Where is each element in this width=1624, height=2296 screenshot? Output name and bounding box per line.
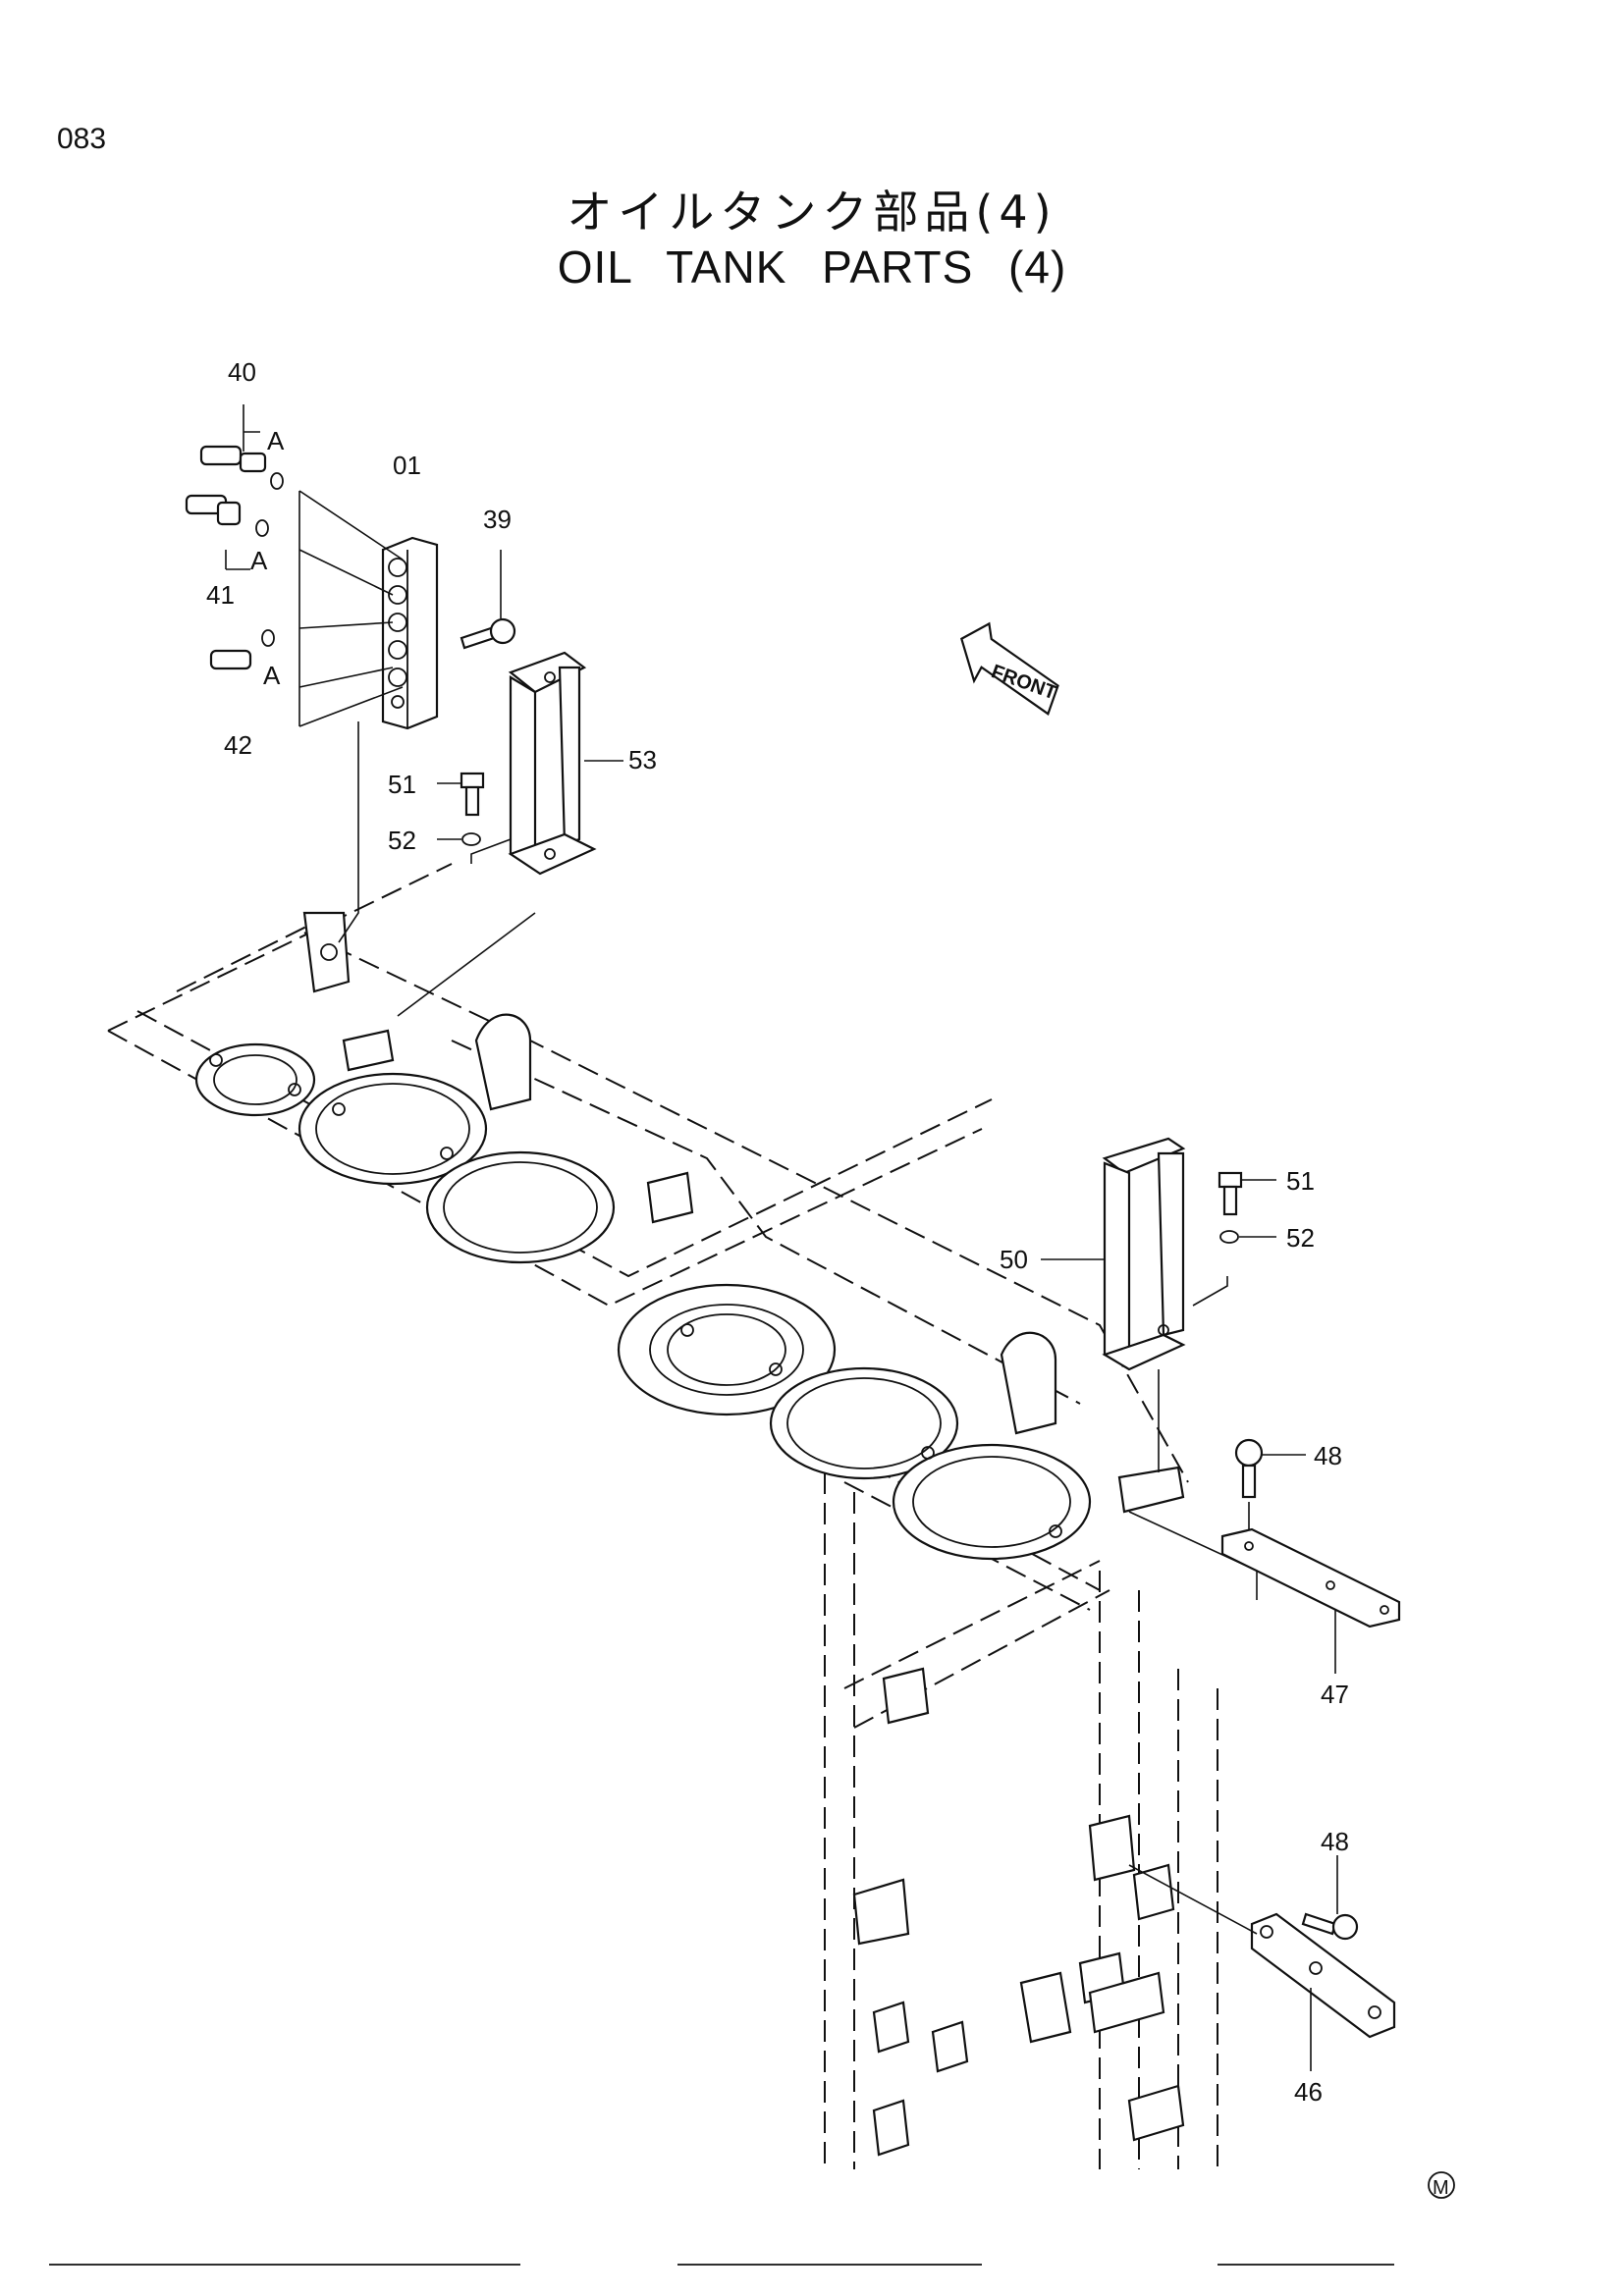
callout-42: 42: [224, 730, 252, 760]
manifold-block-01[interactable]: [298, 490, 439, 730]
detail-ref-a-1: A: [267, 426, 285, 455]
callout-50: 50: [1000, 1245, 1028, 1274]
frame-lugs: [302, 911, 1185, 2157]
washer-52-left[interactable]: [437, 832, 512, 864]
elbow-fitting-41[interactable]: [185, 494, 269, 537]
detail-ref-a-3: A: [263, 661, 281, 690]
callout-51-left: 51: [388, 770, 416, 799]
plate-47[interactable]: [1128, 1511, 1401, 1674]
title-japanese: オイルタンク部品(4): [567, 186, 1057, 239]
bracket-50[interactable]: [1041, 1137, 1186, 1472]
callout-52-right: 52: [1286, 1223, 1315, 1253]
callout-40: 40: [228, 357, 256, 387]
bolt-48-lower[interactable]: [1301, 1855, 1359, 1941]
elbow-fitting-40[interactable]: [199, 445, 284, 490]
callout-41: 41: [206, 580, 235, 610]
straight-fitting-42[interactable]: [209, 629, 275, 670]
callout-47: 47: [1321, 1680, 1349, 1709]
callout-01: 01: [393, 451, 421, 480]
bolt-51-right[interactable]: [1218, 1171, 1276, 1216]
callout-39: 39: [483, 505, 512, 534]
callout-53: 53: [628, 745, 657, 774]
bracket-53[interactable]: [508, 651, 623, 876]
callout-46: 46: [1294, 2077, 1323, 2107]
washer-52-right[interactable]: [1192, 1230, 1276, 1307]
front-arrow: [960, 621, 1059, 716]
detail-ref-a-2: A: [250, 546, 268, 575]
plate-46[interactable]: [1128, 1864, 1396, 2071]
callout-51-right: 51: [1286, 1166, 1315, 1196]
page-number: 083: [57, 123, 107, 155]
bolt-48-upper[interactable]: [1234, 1438, 1306, 1531]
bolt-51-left[interactable]: [437, 772, 485, 817]
mark-circle: [1428, 2171, 1455, 2199]
callout-52-left: 52: [388, 826, 416, 855]
mark-letter: M: [1433, 2177, 1449, 2199]
callout-48-lower: 48: [1321, 1827, 1349, 1856]
callout-48-upper: 48: [1314, 1441, 1342, 1470]
bolt-39[interactable]: [460, 550, 516, 650]
title-english: OIL TANK PARTS (4): [557, 241, 1067, 293]
flange-openings: [194, 1042, 1092, 1561]
